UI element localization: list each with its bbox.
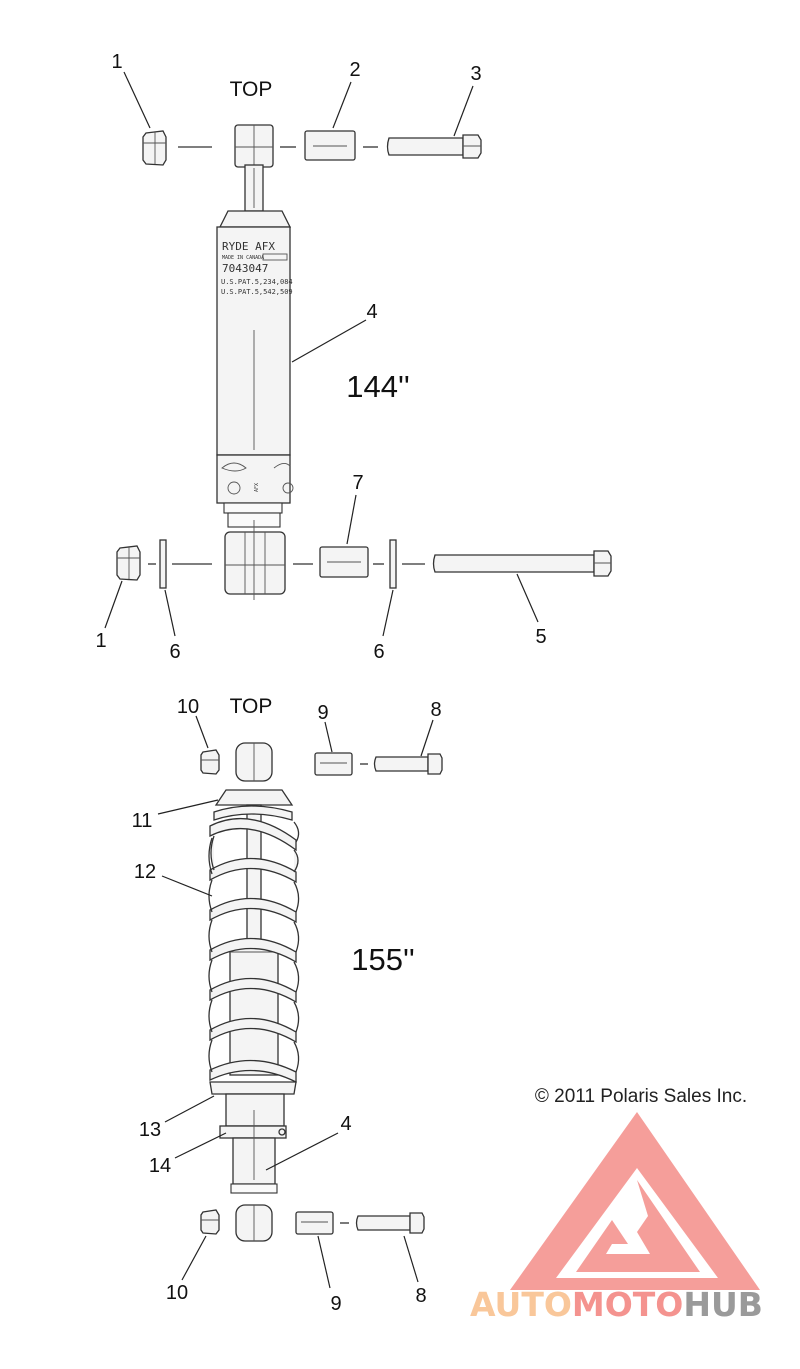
leader-line bbox=[104, 580, 123, 629]
upper-size-label: 144'' bbox=[346, 369, 410, 404]
upper-washer-left bbox=[159, 539, 167, 589]
lower-spring-seat bbox=[209, 1081, 297, 1095]
leader-line bbox=[453, 85, 474, 137]
watermark-hub: HUB bbox=[683, 1285, 763, 1324]
callout-lower-shock: 4 bbox=[340, 1113, 351, 1135]
callout-coil-spring: 12 bbox=[134, 861, 156, 883]
upper-bottom-bolt bbox=[432, 550, 612, 577]
shock-label-patent-1: U.S.PAT.5,234,084 bbox=[221, 278, 293, 286]
lower-spring-retainer bbox=[214, 789, 294, 806]
copyright-text: © 2011 Polaris Sales Inc. bbox=[535, 1086, 747, 1107]
lower-top-eye bbox=[235, 742, 273, 782]
shock-label-brand: RYDE AFX bbox=[222, 240, 275, 253]
lower-collar-screw bbox=[278, 1128, 286, 1136]
callout-lower-top-bolt: 8 bbox=[430, 699, 441, 721]
callout-spring-retainer: 11 bbox=[132, 810, 153, 832]
shock-label-part-no: 7043047 bbox=[222, 262, 268, 275]
callout-lower-bottom-spacer: 9 bbox=[330, 1293, 341, 1315]
callout-upper-bottom-nut: 1 bbox=[95, 630, 106, 652]
lower-coil-spring bbox=[208, 805, 300, 1084]
lower-shock-knurl bbox=[230, 1183, 278, 1194]
leader-line bbox=[332, 81, 352, 129]
leader-line bbox=[123, 71, 151, 129]
upper-top-label: TOP bbox=[230, 78, 273, 101]
shock-label-box bbox=[262, 253, 288, 261]
lower-size-label: 155'' bbox=[351, 942, 415, 977]
watermark-triangle-icon bbox=[510, 1112, 760, 1290]
lower-top-bolt bbox=[373, 753, 443, 775]
lower-adjuster-collar bbox=[219, 1125, 287, 1139]
shock-body-mark: AFX bbox=[254, 483, 260, 492]
leader-line bbox=[174, 1132, 227, 1159]
leader-line bbox=[265, 1132, 339, 1171]
leader-line bbox=[291, 319, 367, 363]
callout-upper-bottom-spacer: 7 bbox=[352, 472, 363, 494]
upper-top-flange-nut bbox=[142, 130, 167, 166]
watermark-m-mark-icon bbox=[576, 1180, 700, 1272]
leader-line bbox=[324, 721, 333, 753]
lower-top-label: TOP bbox=[230, 695, 273, 718]
callout-upper-washer-right: 6 bbox=[373, 641, 384, 663]
leader-line bbox=[516, 573, 539, 623]
upper-top-spacer bbox=[304, 130, 356, 161]
leader-line bbox=[164, 1095, 215, 1123]
upper-bottom-flange-nut bbox=[116, 545, 141, 581]
leader-line bbox=[164, 589, 176, 637]
lower-shock-lower-body bbox=[225, 1093, 285, 1127]
lower-top-spacer bbox=[314, 752, 353, 776]
watermark-text: AUTOMOTOHUB bbox=[470, 1285, 763, 1324]
callout-lower-top-nut: 10 bbox=[177, 696, 199, 718]
lower-bottom-flange-nut bbox=[200, 1209, 220, 1235]
callout-upper-bolt: 3 bbox=[470, 63, 481, 85]
lower-shock-body bbox=[229, 944, 279, 1076]
upper-top-bolt bbox=[386, 134, 482, 159]
upper-washer-right bbox=[389, 539, 397, 589]
callout-upper-nut: 1 bbox=[111, 51, 122, 73]
leader-line bbox=[181, 1235, 207, 1281]
upper-bottom-spacer bbox=[319, 546, 369, 578]
lower-top-flange-nut bbox=[200, 749, 220, 775]
callout-upper-bottom-bolt: 5 bbox=[535, 626, 546, 648]
lower-bottom-spacer bbox=[295, 1211, 334, 1235]
lower-bottom-bolt bbox=[355, 1212, 425, 1234]
callout-upper-spacer: 2 bbox=[349, 59, 360, 81]
watermark-moto: MOTO bbox=[572, 1285, 683, 1324]
leader-line bbox=[317, 1235, 331, 1289]
upper-shock-assembly: AFX RYDE AFX MADE IN CANADA 7043047 U.S.… bbox=[95, 51, 612, 663]
leader-line bbox=[346, 494, 357, 545]
upper-shock-body: AFX bbox=[216, 164, 294, 600]
leader-line bbox=[403, 1235, 419, 1283]
callout-upper-shock: 4 bbox=[366, 301, 377, 323]
automotohub-watermark: AUTOMOTOHUB bbox=[470, 1112, 763, 1324]
callout-upper-washer-left: 6 bbox=[169, 641, 180, 663]
callout-spring-seat: 13 bbox=[139, 1119, 161, 1141]
callout-lower-bottom-nut: 10 bbox=[166, 1282, 188, 1304]
callout-lower-bottom-bolt: 8 bbox=[415, 1285, 426, 1307]
leader-line bbox=[157, 799, 219, 815]
shock-label-patent-2: U.S.PAT.5,542,509 bbox=[221, 288, 293, 296]
leader-line bbox=[382, 589, 394, 637]
watermark-auto: AUTO bbox=[470, 1285, 572, 1324]
leader-line bbox=[420, 719, 434, 757]
leader-line bbox=[195, 715, 209, 749]
upper-top-eye bbox=[234, 124, 274, 168]
lower-shock-assembly: TOP 155'' 10 9 8 11 12 13 14 4 10 9 8 bbox=[132, 695, 443, 1315]
callout-lower-top-spacer: 9 bbox=[317, 702, 328, 724]
callout-adjuster-collar: 14 bbox=[149, 1155, 171, 1177]
lower-bottom-eye bbox=[235, 1204, 273, 1242]
leader-line bbox=[161, 875, 213, 897]
shock-label-made-in: MADE IN CANADA bbox=[222, 255, 264, 261]
